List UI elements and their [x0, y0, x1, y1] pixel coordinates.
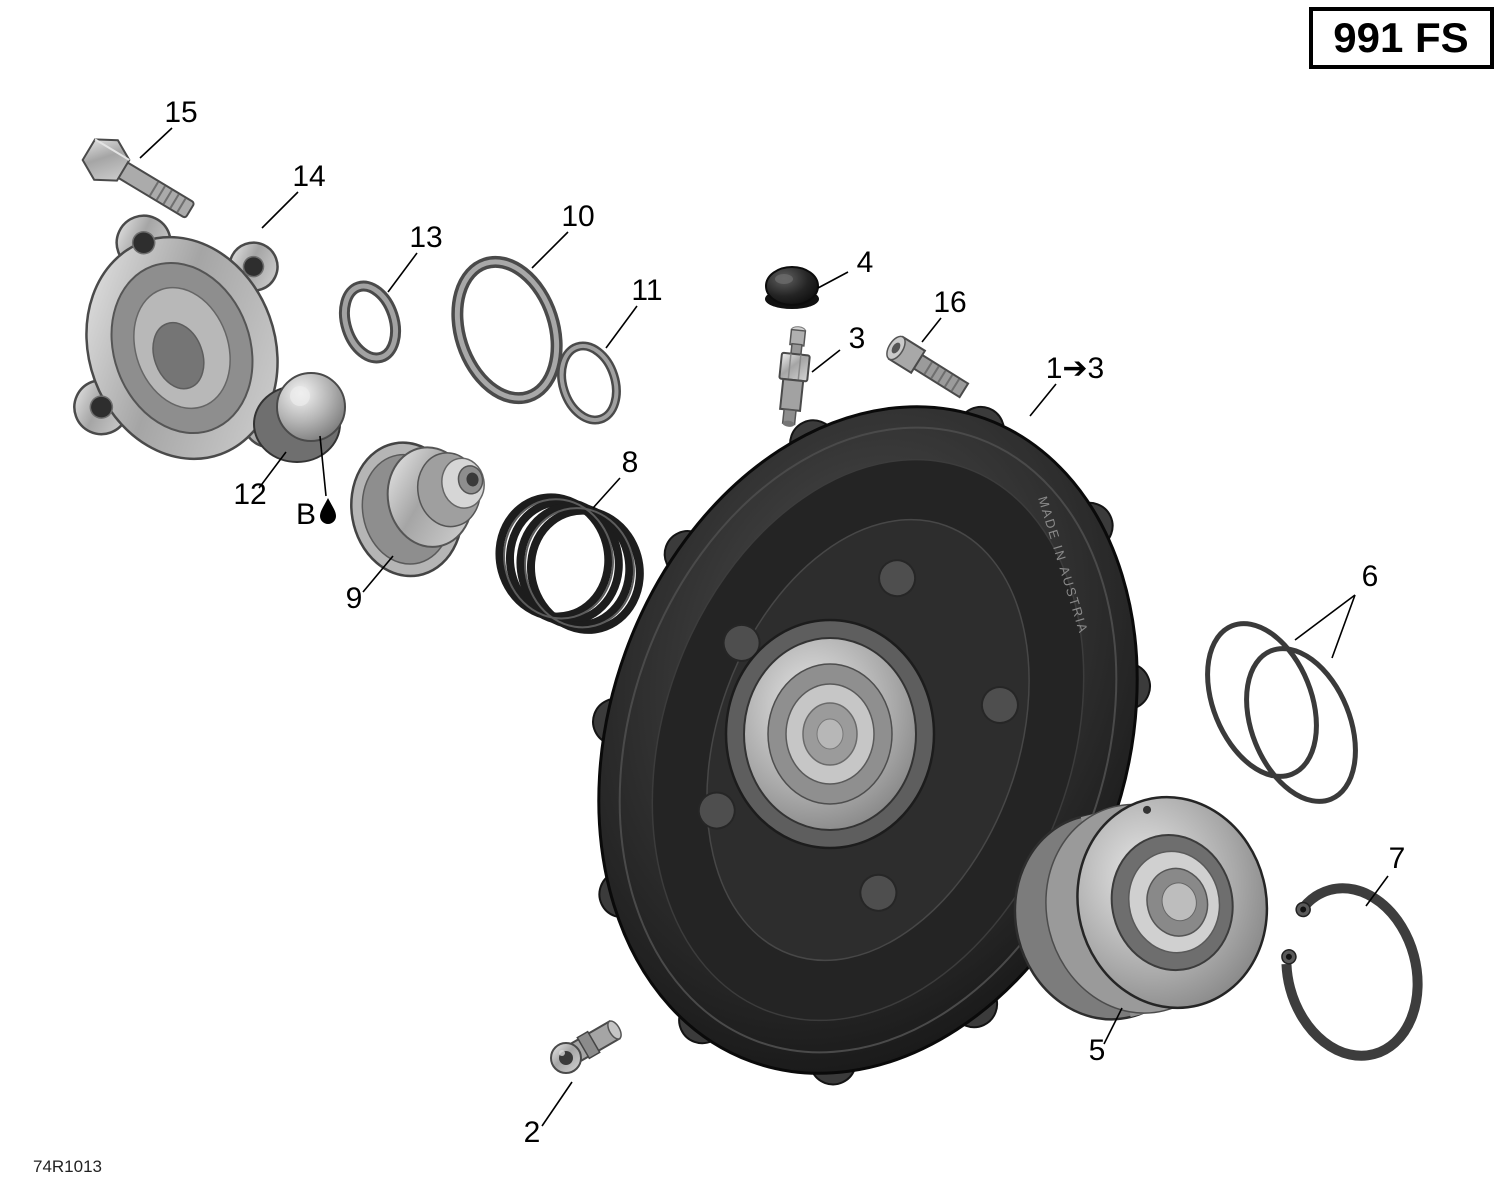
diagram-code-text: 74R1013: [33, 1157, 102, 1176]
callout-8: 8: [622, 446, 639, 479]
part-12-cap: [253, 372, 346, 463]
part-clutch-cover-assembly: [592, 405, 1151, 1086]
part-2-elbow-fitting: [550, 1019, 622, 1074]
cover-center-hub: [724, 618, 936, 850]
callout-1-to-3: 1➔3: [1046, 352, 1105, 385]
model-code-box: 991 FS: [1309, 7, 1494, 69]
callout-16: 16: [933, 286, 966, 319]
model-code-text: 991 FS: [1333, 14, 1468, 61]
part-11-o-ring: [557, 341, 621, 425]
callout-B: B: [296, 498, 316, 531]
part-13-o-ring: [338, 280, 402, 364]
part-15-bolt: [81, 138, 195, 219]
callout-3: 3: [849, 322, 866, 355]
callout-2: 2: [524, 1116, 541, 1149]
oil-drop-icon: [320, 498, 336, 524]
callout-13: 13: [409, 221, 442, 254]
part-10-o-ring: [451, 255, 563, 405]
part-6-rings: [1205, 621, 1358, 804]
part-5-bearing: [1013, 795, 1269, 1021]
callout-10: 10: [561, 200, 594, 233]
part-9-spring-seat: [350, 441, 485, 578]
callout-14: 14: [292, 160, 325, 193]
part-8-spring: [495, 493, 644, 634]
part-7-snap-ring: [1281, 883, 1423, 1061]
callout-12: 12: [233, 478, 266, 511]
callout-11: 11: [631, 274, 662, 307]
callout-6: 6: [1362, 560, 1379, 593]
part-4-cap: [765, 266, 819, 309]
callout-15: 15: [164, 96, 197, 129]
callout-4: 4: [857, 246, 874, 279]
part-3-bleeder-fitting: [778, 326, 811, 427]
part-16-screw: [886, 335, 970, 399]
cover-bosses: [697, 559, 1019, 912]
callout-7: 7: [1389, 842, 1406, 875]
callout-9: 9: [346, 582, 363, 615]
leader-lines: [139, 127, 1389, 1127]
callout-5: 5: [1089, 1034, 1106, 1067]
